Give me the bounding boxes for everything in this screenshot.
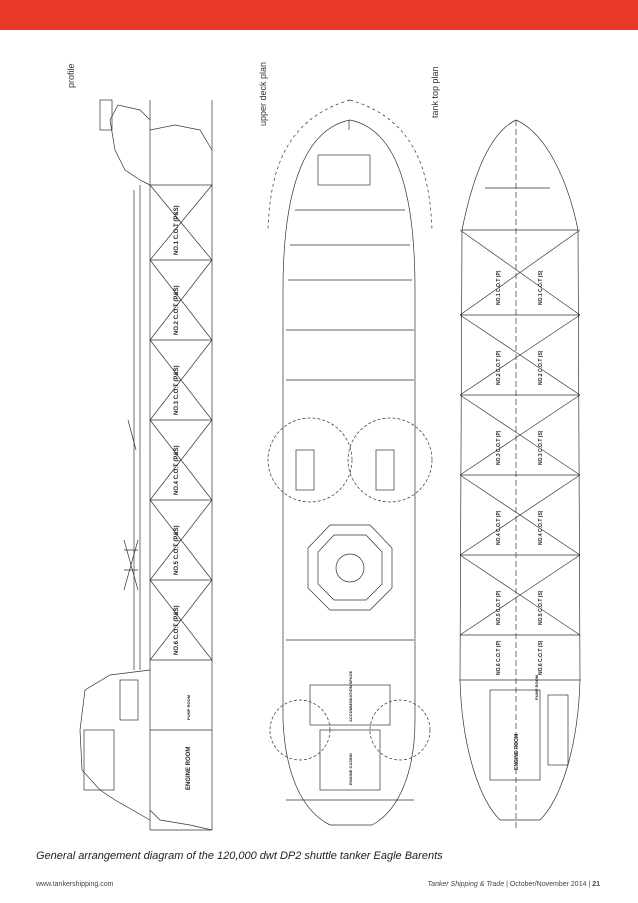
footer-separator-2: | <box>588 881 593 888</box>
profile-tank-2: NO.2 C.O.T (P&S) <box>174 285 180 335</box>
tank-top-stbd-4: NO.4 C.O.T (S) <box>538 510 544 545</box>
page-number: 21 <box>592 881 600 888</box>
tank-top-engine-room: ENGINE ROOM <box>514 734 520 770</box>
footer-website[interactable]: www.tankershipping.com <box>36 881 114 888</box>
tank-top-port-6: NO.6 C.O.T (P) <box>496 640 502 675</box>
tank-top-port-5: NO.5 C.O.T (P) <box>496 590 502 625</box>
profile-engine-room: ENGINE ROOM <box>186 747 192 790</box>
profile-tank-4: NO.4 C.O.T (P&S) <box>174 445 180 495</box>
tank-top-pump-room: PUMP ROOM <box>534 674 539 700</box>
tank-top-stbd-2: NO.2 C.O.T (S) <box>538 350 544 385</box>
tank-top-port-3: NO.3 C.O.T (P) <box>496 430 502 465</box>
footer-separator: | <box>506 881 510 888</box>
footer-publication: Tanker Shipping & Trade <box>427 881 505 888</box>
profile-tank-1: NO.1 C.O.T (P&S) <box>174 205 180 255</box>
profile-tank-3: NO.3 C.O.T (P&S) <box>174 365 180 415</box>
upper-deck-accommodation: ACCOMMODATION SPACE <box>348 670 353 722</box>
tank-top-view <box>459 119 581 830</box>
upper-deck-engine-casing: ENGINE CASING <box>348 753 353 785</box>
upper-deck-view <box>267 99 433 826</box>
tank-top-port-4: NO.4 C.O.T (P) <box>496 510 502 545</box>
figure-caption: General arrangement diagram of the 120,0… <box>36 850 443 862</box>
tank-top-stbd-6: NO.6 C.O.T (S) <box>538 640 544 675</box>
tank-top-port-1: NO.1 C.O.T (P) <box>496 270 502 305</box>
profile-pump-room: PUMP ROOM <box>186 694 191 720</box>
tank-top-port-2: NO.2 C.O.T (P) <box>496 350 502 385</box>
tank-top-stbd-1: NO.1 C.O.T (S) <box>538 270 544 305</box>
header-accent-bar <box>0 0 638 30</box>
tank-top-stbd-3: NO.3 C.O.T (S) <box>538 430 544 465</box>
profile-view <box>79 99 213 831</box>
general-arrangement-drawing: NO.1 C.O.T (P&S) NO.2 C.O.T (P&S) NO.3 C… <box>79 99 581 831</box>
footer-issue: October/November 2014 <box>509 881 587 888</box>
profile-tank-5: NO.5 C.O.T (P&S) <box>174 525 180 575</box>
profile-tank-6: NO.6 C.O.T (P&S) <box>174 605 180 655</box>
tank-top-stbd-5: NO.5 C.O.T (S) <box>538 590 544 625</box>
footer-citation: Tanker Shipping & Trade | October/Novemb… <box>427 881 600 888</box>
